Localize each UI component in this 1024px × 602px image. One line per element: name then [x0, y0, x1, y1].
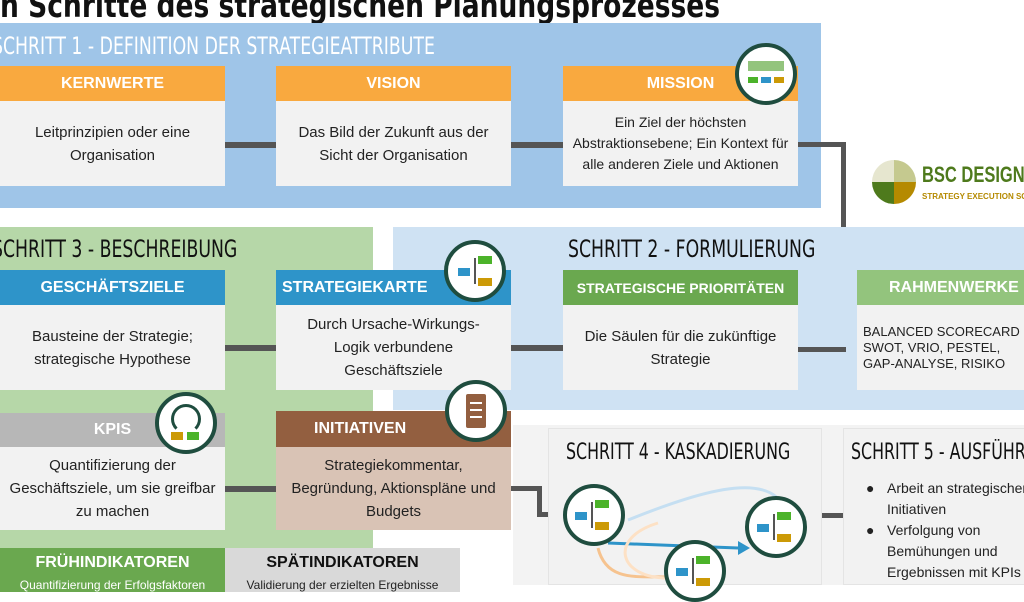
- gauge-icon: [155, 392, 217, 454]
- initiativen-body: Strategiekommentar, Begründung, Aktionsp…: [276, 447, 511, 530]
- step3-title: SCHRITT 3 - BESCHREIBUNG: [0, 235, 238, 263]
- cascade-node-icon: [745, 496, 807, 558]
- kernwerte-body: Leitprinzipien oder eine Organisation: [0, 101, 225, 186]
- clipboard-icon: [445, 380, 507, 442]
- connector: [225, 486, 277, 492]
- connector: [511, 486, 542, 491]
- connector: [798, 347, 846, 352]
- fruehindikatoren-body: Quantifizierung der Erfolgsfaktoren: [0, 578, 225, 592]
- framework-line: GAP-ANALYSE, RISIKO: [863, 355, 1006, 371]
- mission-icon: [735, 43, 797, 105]
- mission-body: Ein Ziel der höchsten Abstraktionsebene;…: [563, 101, 798, 186]
- spaetindikatoren-header: SPÄTINDIKATOREN: [225, 548, 460, 578]
- step4-title: SCHRITT 4 - KASKADIERUNG: [566, 440, 791, 465]
- step5-panel: [843, 428, 1024, 585]
- connector: [225, 142, 277, 148]
- connector: [822, 513, 844, 518]
- framework-line: SWOT, VRIO, PESTEL,: [863, 339, 1001, 355]
- page-title: n Schritte des strategischen Planungspro…: [0, 0, 721, 26]
- connector: [511, 142, 564, 148]
- prioritaeten-body: Die Säulen für die zukünftige Strategie: [563, 305, 798, 390]
- bullet-item: ●Arbeit an strategischen Initiativen: [866, 480, 1024, 517]
- rahmenwerke-header: RAHMENWERKE: [857, 270, 1024, 305]
- prioritaeten-header: STRATEGISCHE PRIORITÄTEN: [563, 270, 798, 305]
- strategy-map-icon: [444, 240, 506, 302]
- kernwerte-header: KERNWERTE: [0, 66, 225, 101]
- connector: [798, 142, 846, 147]
- geschaeftsziele-body: Bausteine der Strategie; strategische Hy…: [0, 305, 225, 390]
- cascade-node-icon: [563, 484, 625, 546]
- cascade-node-icon: [664, 540, 726, 602]
- logo-tagline: STRATEGY EXECUTION SOFT: [922, 192, 1024, 201]
- bullet-item: ●Verfolgung von Bemühungen und Ergebniss…: [866, 522, 1021, 580]
- step5-title: SCHRITT 5 - AUSFÜHRUNG: [851, 440, 1024, 465]
- framework-line: BALANCED SCORECARD: [863, 323, 1020, 339]
- kpis-body: Quantifizierung der Geschäftsziele, um s…: [0, 447, 225, 530]
- vision-body: Das Bild der Zukunft aus der Sicht der O…: [276, 101, 511, 186]
- step5-bullets: ●Arbeit an strategischen Initiativen ●Ve…: [866, 478, 1024, 583]
- fruehindikatoren-header: FRÜHINDIKATOREN: [0, 548, 225, 578]
- step2-title: SCHRITT 2 - FORMULIERUNG: [568, 235, 816, 263]
- vision-header: VISION: [276, 66, 511, 101]
- logo-name: BSC DESIGN: [922, 162, 1024, 187]
- step1-title: SCHRITT 1 - DEFINITION DER STRATEGIEATTR…: [0, 32, 435, 60]
- spaetindikatoren-body: Validierung der erzielten Ergebnisse: [225, 578, 460, 592]
- bsc-designer-logo: BSC DESIGN STRATEGY EXECUTION SOFT: [872, 160, 1024, 208]
- connector: [537, 486, 542, 517]
- strategiekarte-body: Durch Ursache-Wirkungs-Logik verbundene …: [276, 305, 511, 390]
- rahmenwerke-body: BALANCED SCORECARD SWOT, VRIO, PESTEL, G…: [857, 305, 1024, 390]
- geschaeftsziele-header: GESCHÄFTSZIELE: [0, 270, 225, 305]
